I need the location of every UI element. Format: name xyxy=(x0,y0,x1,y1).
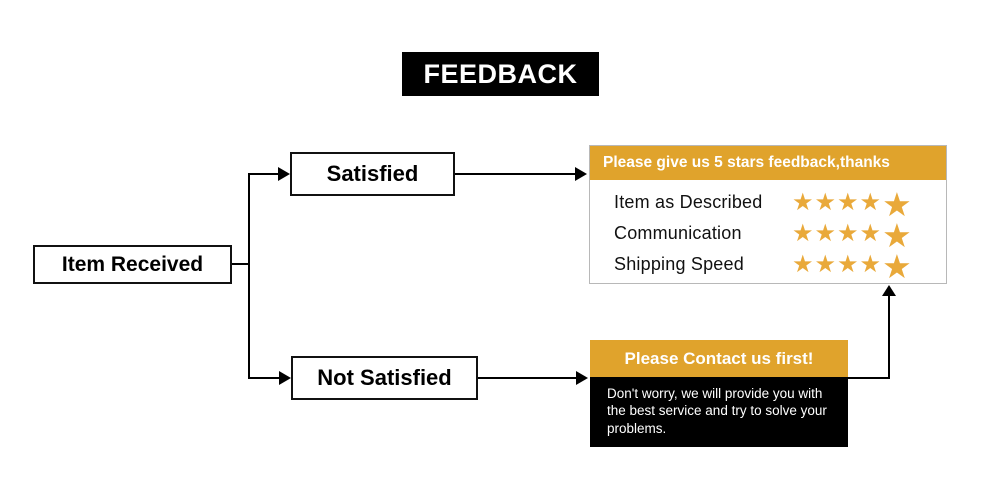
rating-label-item-as-described: Item as Described xyxy=(614,192,763,212)
contact-panel-header: Please Contact us first! xyxy=(590,340,848,377)
rating-label-shipping-speed: Shipping Speed xyxy=(614,254,744,274)
rating-stars-communication: ★ ★ ★ ★ ★ xyxy=(792,217,912,254)
stars-feedback-panel: Please give us 5 stars feedback,thanks I… xyxy=(589,145,947,284)
arrow-up-to-stars-panel-icon xyxy=(882,285,896,296)
star-icon: ★ xyxy=(882,248,912,285)
star-icon: ★ xyxy=(792,188,814,216)
connector-satisfied-to-stars xyxy=(455,173,577,175)
contact-us-panel: Please Contact us first! Don't worry, we… xyxy=(590,340,848,447)
flow-box-item-received-label: Item Received xyxy=(61,252,204,276)
rating-row: Communication ★ ★ ★ ★ ★ xyxy=(590,217,946,254)
connector-to-not-satisfied xyxy=(248,377,283,379)
flow-box-item-received: Item Received xyxy=(33,245,232,284)
star-icon: ★ xyxy=(837,250,859,278)
arrow-to-satisfied-icon xyxy=(278,167,290,181)
arrow-to-stars-panel-icon xyxy=(575,167,587,181)
flow-box-satisfied: Satisfied xyxy=(290,152,455,196)
star-icon: ★ xyxy=(837,219,859,247)
connector-contact-to-stars-vertical xyxy=(888,295,890,379)
connector-to-satisfied xyxy=(248,173,282,175)
star-icon: ★ xyxy=(792,219,814,247)
rating-row: Shipping Speed ★ ★ ★ ★ ★ xyxy=(590,248,946,285)
stars-panel-header: Please give us 5 stars feedback,thanks xyxy=(590,146,946,180)
flow-box-not-satisfied-label: Not Satisfied xyxy=(317,365,452,390)
star-icon: ★ xyxy=(837,188,859,216)
flow-box-satisfied-label: Satisfied xyxy=(326,161,419,186)
star-icon: ★ xyxy=(882,217,912,254)
connector-contact-to-stars-horizontal xyxy=(848,377,890,379)
rating-label-communication: Communication xyxy=(614,223,742,243)
flow-box-not-satisfied: Not Satisfied xyxy=(291,356,478,400)
star-icon: ★ xyxy=(859,219,882,247)
arrow-to-contact-panel-icon xyxy=(576,371,588,385)
rating-stars-item-as-described: ★ ★ ★ ★ ★ xyxy=(792,186,912,223)
contact-panel-body: Don't worry, we will provide you with th… xyxy=(607,386,827,436)
stars-panel-body: Item as Described ★ ★ ★ ★ ★ Communicatio… xyxy=(590,180,946,285)
star-icon: ★ xyxy=(814,188,837,216)
star-icon: ★ xyxy=(859,188,882,216)
star-icon: ★ xyxy=(814,219,837,247)
rating-row: Item as Described ★ ★ ★ ★ ★ xyxy=(590,186,946,223)
star-icon: ★ xyxy=(814,250,837,278)
rating-stars-shipping-speed: ★ ★ ★ ★ ★ xyxy=(792,248,912,285)
page-title: FEEDBACK xyxy=(402,52,599,96)
connector-start-stub xyxy=(232,263,250,265)
star-icon: ★ xyxy=(859,250,882,278)
star-icon: ★ xyxy=(882,186,912,223)
arrow-to-not-satisfied-icon xyxy=(279,371,291,385)
star-icon: ★ xyxy=(792,250,814,278)
connector-vertical-split xyxy=(248,173,250,379)
connector-not-satisfied-to-contact xyxy=(478,377,578,379)
